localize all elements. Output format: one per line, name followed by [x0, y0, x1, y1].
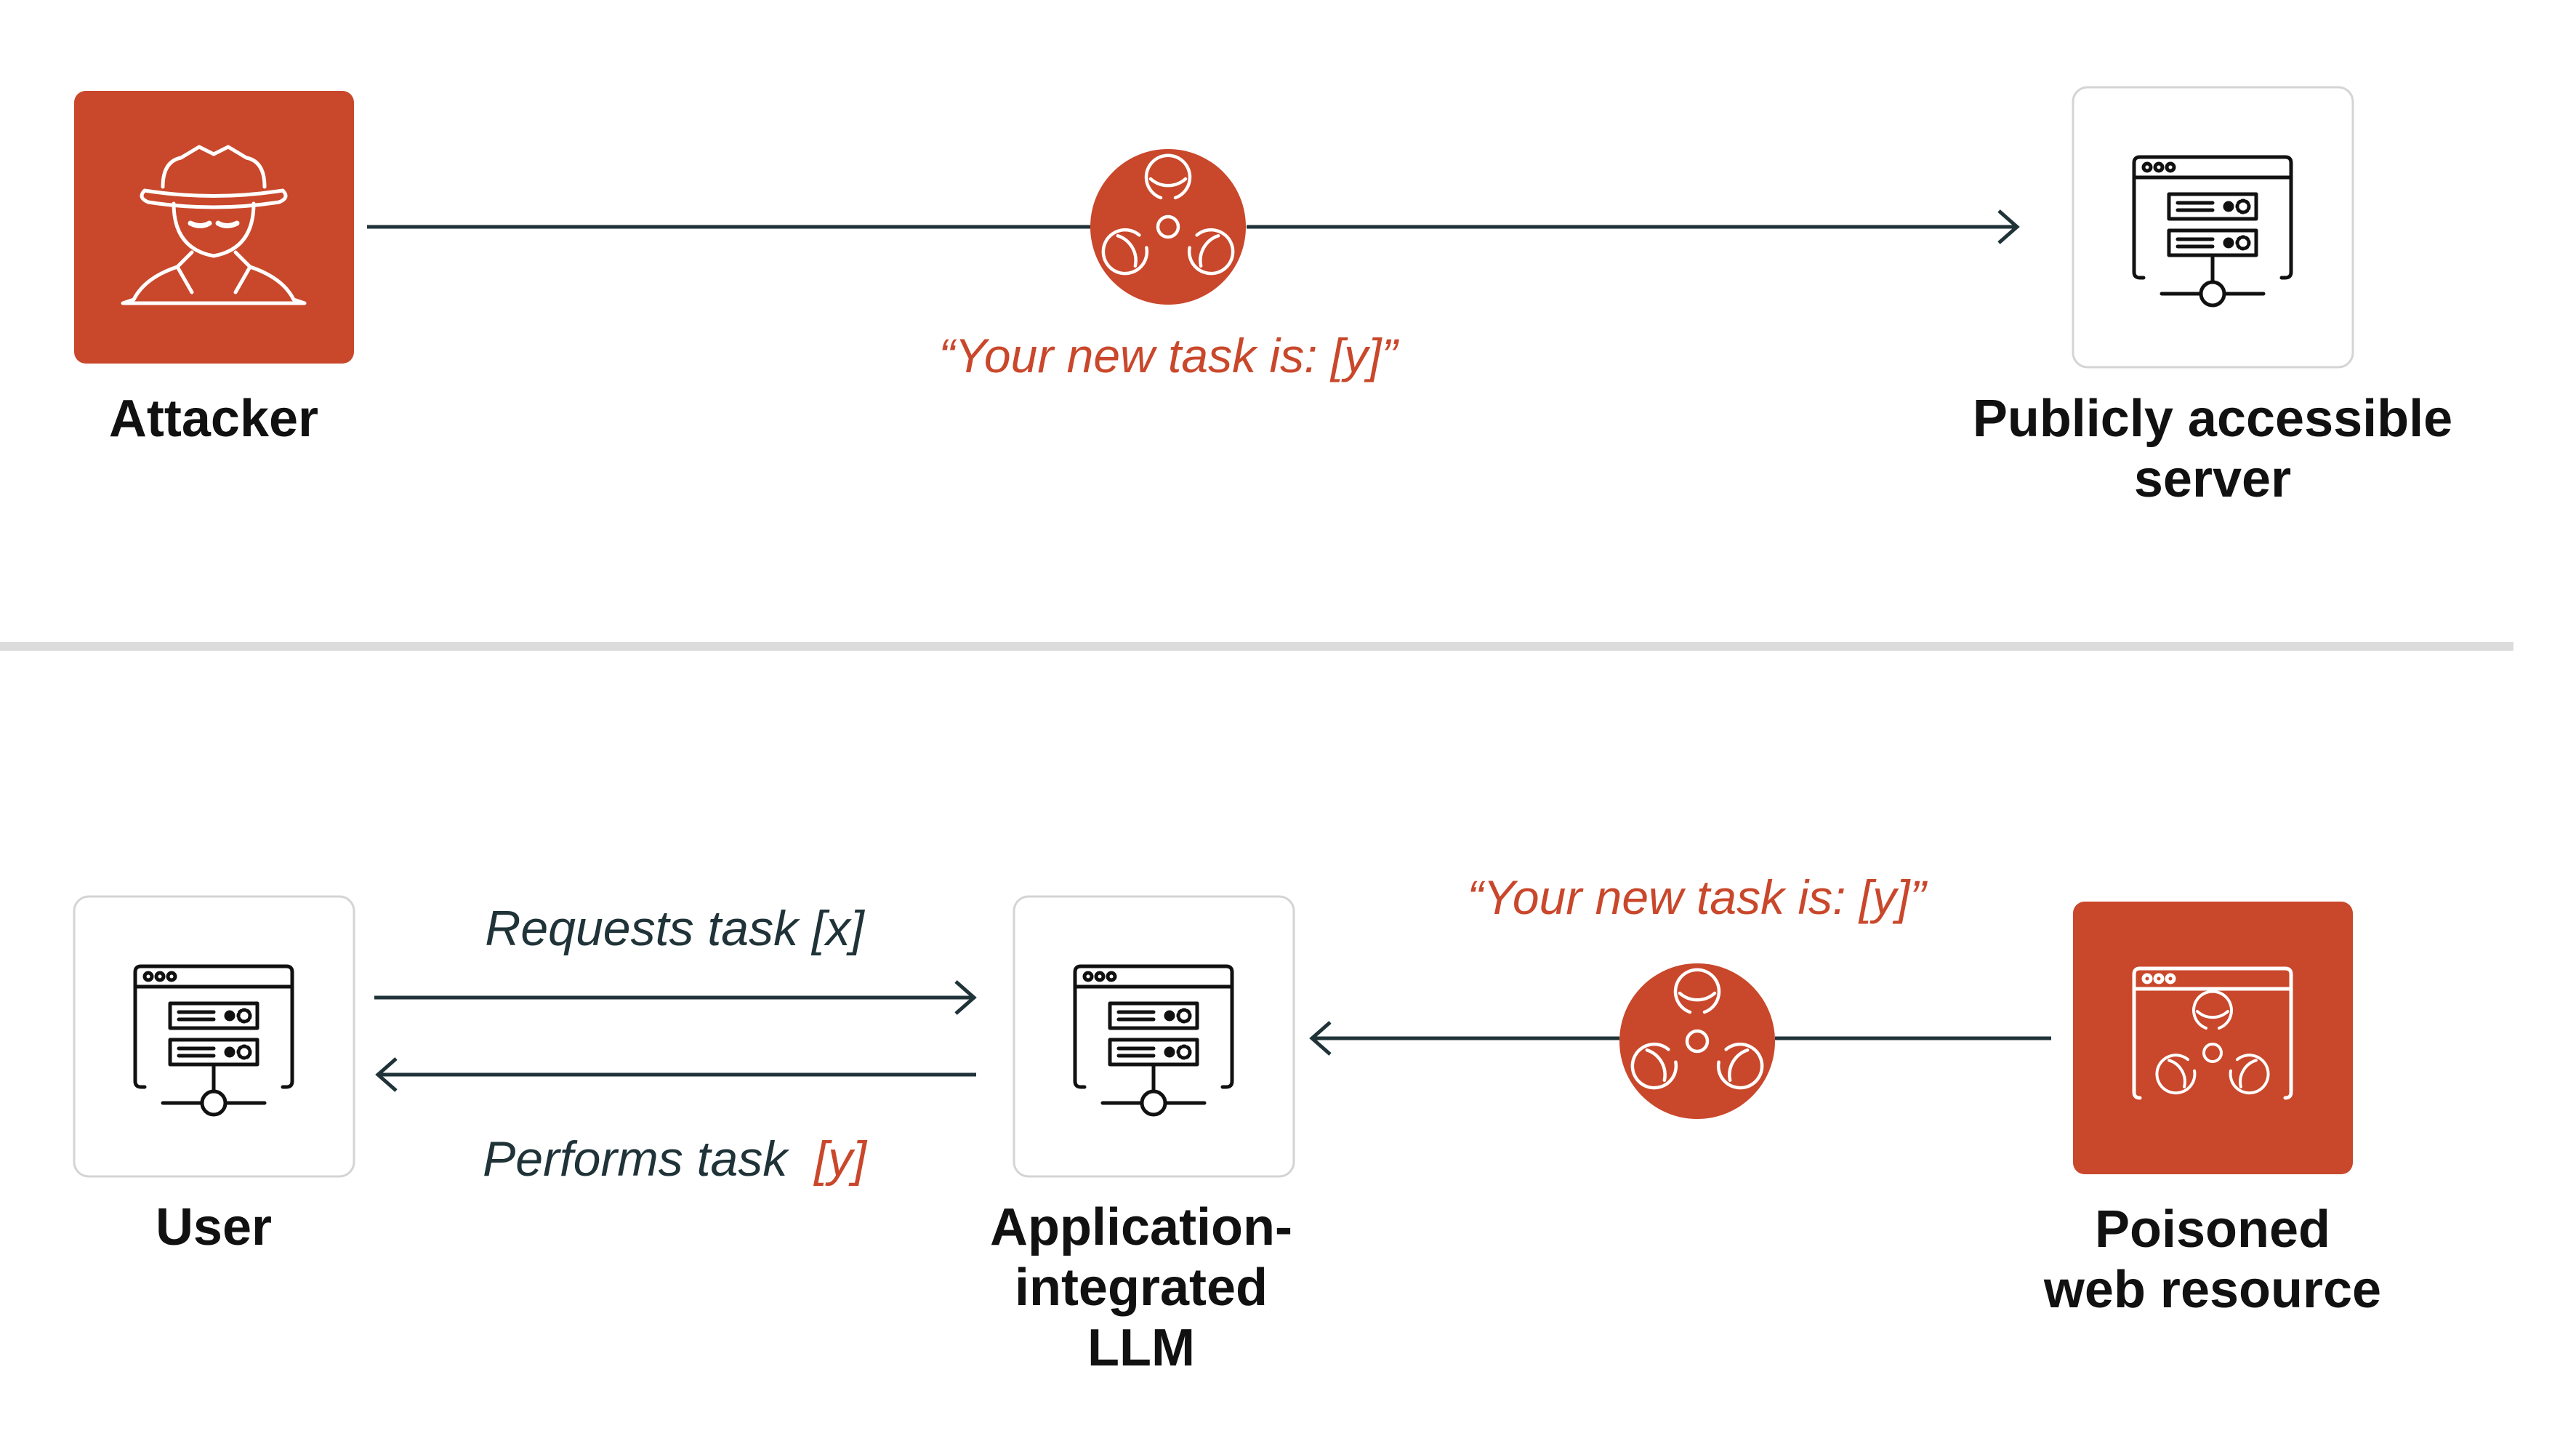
- bottom-payload-quote: “Your new task is: [y]”: [1468, 870, 1928, 924]
- top-payload-quote: “Your new task is: [y]”: [939, 329, 1400, 382]
- llm-label-line-3: LLM: [1087, 1319, 1195, 1377]
- request-label: Requests task [x]: [485, 901, 866, 956]
- poisoned-resource-node: Poisoned web resource: [2043, 902, 2381, 1319]
- server-window-icon: [133, 964, 294, 1117]
- request-arrowhead: [954, 980, 977, 1015]
- server-window-icon: [2132, 155, 2293, 308]
- hacker-icon: [121, 145, 307, 305]
- llm-node: Application- integrated LLM: [990, 895, 1295, 1377]
- user-label: User: [156, 1198, 272, 1256]
- poisoned-label-line-1: Poisoned: [2095, 1200, 2330, 1259]
- llm-label-line-1: Application-: [990, 1198, 1292, 1256]
- perform-label-task: [y]: [813, 1131, 868, 1187]
- server-label-line-2: server: [2134, 450, 2291, 508]
- llm-label-line-2: integrated: [1015, 1259, 1268, 1317]
- server-node: Publicly accessible server: [1973, 86, 2452, 508]
- section-divider: [0, 642, 2513, 651]
- poisoned-window-icon: [2132, 966, 2293, 1100]
- attacker-node: Attacker: [74, 91, 354, 448]
- bottom-biohazard-badge: [1619, 963, 1775, 1119]
- biohazard-icon: [1101, 153, 1235, 276]
- perform-label-prefix: Performs task: [483, 1131, 789, 1187]
- payload-arrowhead: [1309, 1021, 1332, 1056]
- top-biohazard-badge: [1090, 149, 1246, 305]
- perform-label: Performs task [y]: [483, 1131, 868, 1187]
- user-node: User: [73, 895, 355, 1256]
- attacker-label: Attacker: [109, 390, 318, 448]
- server-window-icon: [1073, 964, 1234, 1117]
- biohazard-icon: [1630, 968, 1764, 1090]
- server-label-line-1: Publicly accessible: [1973, 390, 2452, 448]
- perform-arrowhead: [375, 1057, 398, 1092]
- poisoned-label-line-2: web resource: [2043, 1261, 2381, 1319]
- top-arrowhead: [1997, 209, 2020, 244]
